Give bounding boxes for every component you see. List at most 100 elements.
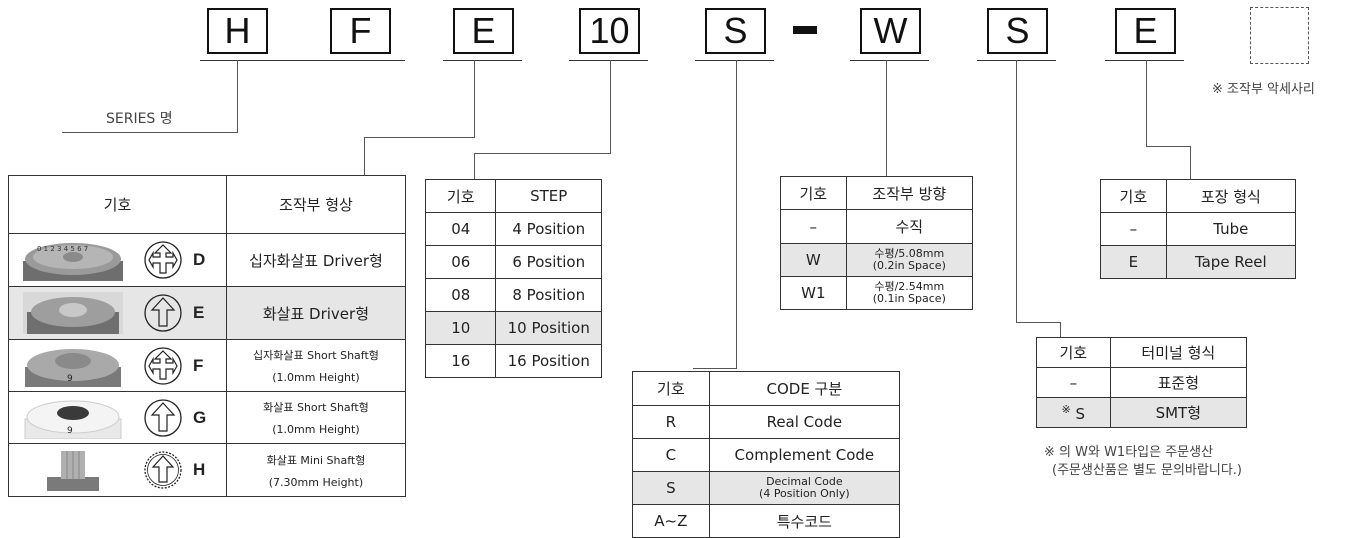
direction-desc: 수직 bbox=[845, 209, 974, 244]
direction-header-name: 조작부 방향 bbox=[845, 176, 974, 210]
step-code: 06 bbox=[424, 245, 497, 279]
packing-code: – bbox=[1100, 212, 1167, 246]
shape-row-f: 9 F bbox=[8, 339, 227, 392]
terminal-desc: SMT형 bbox=[1109, 397, 1248, 428]
code-desc: Real Code bbox=[708, 405, 901, 439]
shape-code-e: E bbox=[193, 303, 205, 322]
packing-desc: Tape Reel bbox=[1165, 245, 1297, 279]
shape-desc-g-sub: (1.0mm Height) bbox=[272, 423, 360, 436]
direction-header-code: 기호 bbox=[780, 176, 847, 210]
direction-code: W1 bbox=[780, 276, 847, 310]
code-underline bbox=[695, 60, 774, 61]
serrated-arrow-icon bbox=[144, 451, 182, 489]
shape-desc-f: 십자화살표 Short Shaft형 (1.0mm Height) bbox=[225, 339, 407, 392]
direction-code: W bbox=[780, 243, 847, 277]
step-code: 16 bbox=[424, 344, 497, 378]
step-value: 4 Position bbox=[495, 212, 602, 246]
code-box-code: S bbox=[705, 8, 766, 54]
code-desc-main: Decimal Code bbox=[766, 475, 843, 488]
shape-desc-e: 화살표 Driver형 bbox=[225, 286, 407, 340]
code-box-packing: E bbox=[1115, 8, 1176, 54]
direction-underline bbox=[850, 60, 929, 61]
shape-code-h: H bbox=[193, 460, 206, 479]
code-symbol: C bbox=[632, 438, 710, 472]
accessory-placeholder-box bbox=[1250, 7, 1309, 64]
step-header-step: STEP bbox=[495, 179, 602, 213]
shape-desc-g-main: 화살표 Short Shaft형 bbox=[263, 401, 369, 414]
direction-desc: 수평/5.08mm(0.2in Space) bbox=[845, 243, 974, 277]
code-box-series-2: F bbox=[330, 8, 391, 54]
shape-desc-d: 십자화살표 Driver형 bbox=[225, 233, 407, 287]
shape-code-f: F bbox=[193, 355, 204, 375]
direction-desc-sub: (0.2in Space) bbox=[872, 259, 946, 272]
shape-row-d: 0 1 2 3 4 5 6 7 D bbox=[8, 233, 227, 287]
series-label: SERIES 명 bbox=[106, 111, 173, 127]
svg-text:9: 9 bbox=[67, 426, 73, 436]
code-box-direction: W bbox=[860, 8, 921, 54]
cross-arrow-icon bbox=[144, 346, 182, 385]
packing-header-name: 포장 형식 bbox=[1165, 179, 1297, 213]
step-underline bbox=[569, 60, 648, 61]
direction-desc-main: 수평/5.08mm bbox=[874, 247, 945, 260]
svg-text:0 1 2 3 4 5 6 7: 0 1 2 3 4 5 6 7 bbox=[37, 245, 88, 253]
shape-desc-g: 화살표 Short Shaft형 (1.0mm Height) bbox=[225, 391, 407, 444]
arrow-icon bbox=[144, 398, 182, 437]
direction-code: – bbox=[780, 209, 847, 244]
shape-desc-f-main: 십자화살표 Short Shaft형 bbox=[252, 349, 379, 362]
terminal-code-smt: ※ S bbox=[1036, 397, 1111, 428]
shape-table: 기호 조작부 형상 0 1 2 3 4 5 6 7 D 십자화살표 Driver… bbox=[8, 175, 407, 497]
packing-desc: Tube bbox=[1165, 212, 1297, 246]
shape-desc-h-sub: (7.30mm Height) bbox=[268, 475, 364, 489]
code-box-series-1: H bbox=[207, 8, 268, 54]
terminal-code: – bbox=[1036, 367, 1111, 398]
step-code: 08 bbox=[424, 278, 497, 312]
shape-row-g: 9 G bbox=[8, 391, 227, 444]
shape-header-code: 기호 bbox=[8, 175, 227, 234]
code-desc-sub: (4 Position Only) bbox=[759, 487, 850, 500]
code-box-step: 10 bbox=[579, 8, 640, 54]
code-symbol: A~Z bbox=[632, 504, 710, 538]
terminal-desc: 표준형 bbox=[1109, 367, 1248, 398]
shape-desc-h-main: 화살표 Mini Shaft형 bbox=[266, 453, 366, 467]
knob-thumbnail-e bbox=[23, 292, 123, 334]
step-value: 16 Position bbox=[495, 344, 602, 378]
shape-desc-h: 화살표 Mini Shaft형 (7.30mm Height) bbox=[225, 443, 407, 497]
cross-arrow-icon bbox=[144, 241, 182, 279]
terminal-header-name: 터미널 형식 bbox=[1109, 337, 1248, 368]
step-code: 04 bbox=[424, 212, 497, 246]
arrow-icon bbox=[144, 294, 182, 332]
knob-thumbnail-d: 0 1 2 3 4 5 6 7 bbox=[23, 243, 123, 281]
packing-code: E bbox=[1100, 245, 1167, 279]
knob-thumbnail-f: 9 bbox=[25, 348, 121, 387]
terminal-code: S bbox=[1075, 404, 1086, 423]
step-value: 6 Position bbox=[495, 245, 602, 279]
code-desc-decimal: Decimal Code(4 Position Only) bbox=[708, 471, 901, 505]
direction-desc: 수평/2.54mm(0.1in Space) bbox=[845, 276, 974, 310]
svg-text:9: 9 bbox=[67, 374, 73, 384]
code-header-code: 기호 bbox=[632, 371, 710, 406]
step-code: 10 bbox=[424, 311, 497, 345]
step-header-code: 기호 bbox=[424, 179, 497, 213]
terminal-header-code: 기호 bbox=[1036, 337, 1111, 368]
shape-desc-f-sub: (1.0mm Height) bbox=[272, 371, 360, 384]
shape-code-d: D bbox=[193, 250, 206, 269]
separator-dash bbox=[793, 26, 817, 34]
knob-thumbnail-g: 9 bbox=[24, 400, 122, 439]
code-header-type: CODE 구분 bbox=[708, 371, 901, 406]
code-box-shape: E bbox=[453, 8, 514, 54]
code-box-terminal: S bbox=[987, 8, 1048, 54]
terminal-mark: ※ bbox=[1061, 402, 1071, 416]
code-desc: Complement Code bbox=[708, 438, 901, 472]
shape-code-g: G bbox=[193, 407, 207, 427]
code-symbol: S bbox=[632, 471, 710, 505]
series-underline bbox=[200, 60, 405, 61]
code-symbol: R bbox=[632, 405, 710, 439]
knob-thumbnail-h bbox=[47, 451, 99, 491]
step-value: 8 Position bbox=[495, 278, 602, 312]
terminal-note-line2: (주문생산품은 별도 문의바랍니다.) bbox=[1052, 463, 1242, 478]
